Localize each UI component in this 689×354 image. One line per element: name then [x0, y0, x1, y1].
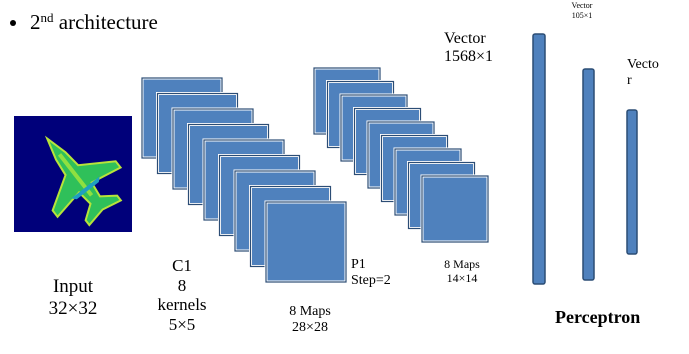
- slide-title: 2nd architecture: [30, 10, 158, 34]
- p1-map-9: [420, 174, 490, 244]
- p1-feature-maps: [312, 66, 490, 244]
- c1-map-9: [264, 200, 348, 284]
- perceptron-label: Perceptron: [555, 307, 641, 327]
- input-image-icon: [14, 116, 132, 232]
- c1-map-outline-9: [265, 201, 347, 283]
- output-vector-bar: [626, 109, 638, 255]
- bullet-point: [10, 20, 16, 26]
- c1-feature-maps: [140, 76, 348, 284]
- vector-105-bar: [582, 68, 595, 281]
- p1-map-outline-9: [421, 175, 489, 243]
- vector-1568-bar: [532, 33, 546, 285]
